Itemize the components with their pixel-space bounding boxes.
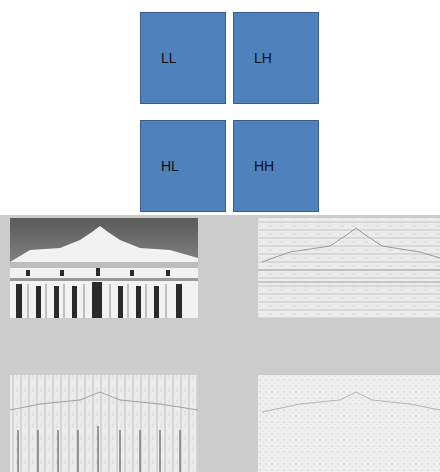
subband-box: HL <box>140 120 226 212</box>
subband-box: LL <box>140 12 226 104</box>
subband-label: HH <box>234 158 274 174</box>
subband-label: LH <box>234 50 272 66</box>
subband-box: HH <box>233 120 319 212</box>
subband-box: LH <box>233 12 319 104</box>
subband-label: HL <box>141 158 179 174</box>
subband-label: LL <box>141 50 177 66</box>
